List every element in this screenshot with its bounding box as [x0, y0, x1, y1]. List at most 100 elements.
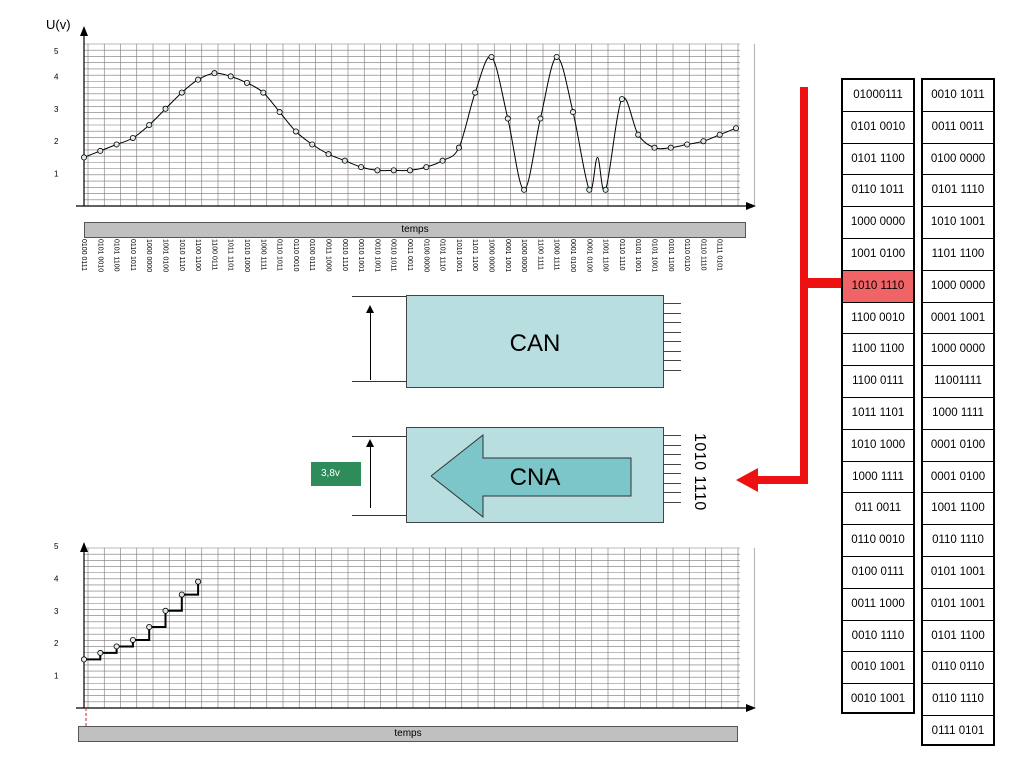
code-cell: 1000 0000 [843, 207, 913, 239]
cna-output-bracket [352, 436, 406, 516]
sample-code-label: 0100 0111 [308, 239, 316, 272]
sample-code-label: 1100 1111 [536, 239, 544, 271]
sample-point [455, 144, 462, 151]
sample-point [341, 157, 348, 164]
sample-code-label: 0111 0101 [715, 239, 723, 272]
code-cell: 0100 0000 [923, 144, 993, 176]
code-cell: 0100 0111 [843, 557, 913, 589]
step-point [195, 578, 202, 585]
code-cell: 1000 1111 [923, 398, 993, 430]
y-tick-label: 1 [54, 672, 59, 681]
code-cell: 0001 1001 [923, 303, 993, 335]
sample-code-label: 1010 1110 [177, 239, 185, 272]
sample-point [178, 89, 185, 96]
sample-code-label: 0110 1011 [275, 239, 283, 272]
sample-code-label: 0001 1001 [503, 239, 511, 273]
code-cell: 1100 0111 [843, 366, 913, 398]
sample-code-label: 0101 1100 [112, 239, 120, 272]
sample-code-label: 0101 1110 [438, 239, 446, 272]
cna-input-code: 1010 1110 [691, 433, 708, 511]
step-point [97, 649, 104, 656]
code-cell: 1000 1111 [843, 462, 913, 494]
sample-code-label: 1010 1000 [243, 239, 250, 273]
sample-code-label: 0110 0110 [683, 239, 691, 272]
y-tick-label: 5 [54, 47, 59, 56]
can-block: CAN [406, 295, 664, 388]
x-axis [76, 202, 756, 210]
y-axis-label: U(v) [46, 17, 71, 32]
step-point [162, 607, 169, 614]
code-cell-highlighted: 1010 1110 [843, 270, 913, 303]
code-cell: 1011 1101 [843, 398, 913, 430]
sample-point [243, 79, 250, 86]
sample-code-label: 0101 1001 [634, 239, 642, 273]
sample-code-label: 0110 1011 [128, 239, 136, 272]
step-point [113, 643, 120, 650]
sample-code-label: 0100 0000 [422, 239, 430, 273]
code-cell: 1000 0000 [923, 271, 993, 303]
code-cell: 1000 0000 [923, 334, 993, 367]
sample-point [358, 164, 365, 171]
step-point [129, 636, 136, 643]
sample-code-label: 1101 1100 [471, 239, 479, 272]
cna-direction-arrow [431, 434, 632, 518]
y-tick-label: 2 [54, 639, 59, 648]
sample-code-label: 1000 0000 [520, 239, 528, 273]
y-axis [80, 26, 88, 206]
y-tick-label: 4 [54, 574, 59, 583]
sample-code-label: 0010 1001 [357, 239, 365, 273]
code-cell: 0001 0100 [923, 430, 993, 462]
sample-code-label: 0110 1110 [617, 239, 625, 271]
code-cell: 0010 1011 [923, 80, 993, 112]
sample-code-label: 0101 1001 [650, 239, 658, 273]
code-cell: 0011 1000 [843, 589, 913, 621]
code-cell: 0111 0101 [931, 724, 985, 737]
sample-point [260, 89, 267, 96]
sample-point [618, 96, 625, 103]
sample-point [553, 53, 560, 60]
y-tick-label: 1 [54, 170, 59, 179]
sample-code-label: 0001 0100 [569, 239, 576, 273]
code-cell: 0010 1001 [843, 652, 913, 685]
sample-point [113, 141, 120, 148]
sample-code-label: 1100 0111 [210, 239, 218, 271]
sample-point [292, 128, 299, 135]
sample-point [276, 109, 283, 116]
code-cell: 0101 0010 [843, 112, 913, 144]
code-cell: 1001 1100 [923, 493, 993, 526]
code-cell: 1001 0100 [843, 239, 913, 271]
code-cell: 0101 1001 [923, 589, 993, 621]
code-cell: 0110 0010 [843, 525, 913, 557]
sample-point [81, 154, 88, 161]
sample-code-label: 0110 1110 [699, 239, 707, 271]
code-cell: 0110 1110 [923, 525, 993, 557]
code-cell: 0101 1100 [923, 621, 993, 653]
sample-code-label: 0100 0111 [80, 239, 87, 272]
sample-code-label: 0010 1001 [373, 239, 381, 273]
code-cell: 11001111 [923, 366, 993, 398]
sample-code-label: 1100 1100 [194, 239, 202, 272]
code-cell: 0101 1001 [923, 557, 993, 589]
y-tick-label: 4 [54, 72, 59, 81]
y-tick-label: 5 [54, 542, 59, 551]
y-axis [80, 542, 88, 708]
step-signal [84, 581, 200, 661]
time-axis-band: temps [78, 726, 738, 742]
cna-output-arrow [366, 439, 374, 508]
step-point [81, 656, 88, 663]
sample-point [97, 147, 104, 154]
can-output-pins [663, 303, 681, 379]
code-cell: 0011 0011 [923, 112, 993, 144]
sample-point [227, 73, 234, 80]
step-point [146, 624, 153, 631]
sample-code-label: 0011 0011 [406, 239, 413, 272]
sample-code-label: 1001 0100 [161, 239, 169, 273]
sample-point [439, 157, 446, 164]
sample-code-label: 0010 1110 [340, 239, 348, 272]
can-input-bracket [352, 296, 406, 382]
